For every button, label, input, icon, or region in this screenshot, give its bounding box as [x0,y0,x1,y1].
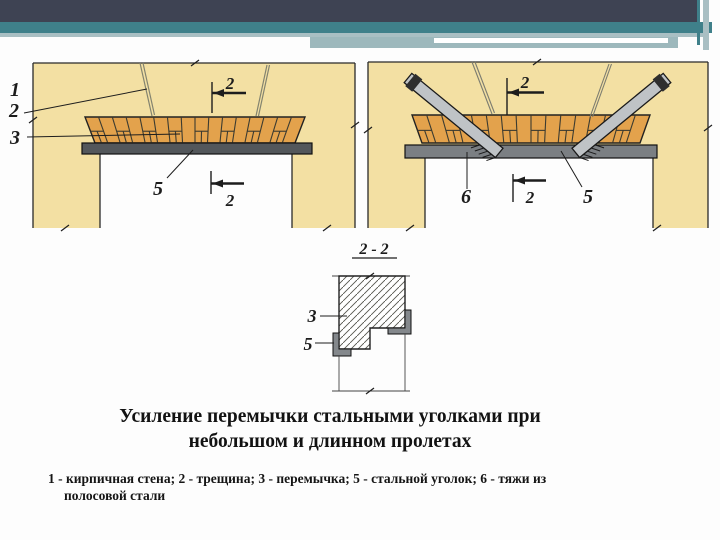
label-lintel: 3 [9,127,20,149]
steel-angle-plate [404,144,658,159]
label-tie: 6 [461,186,471,208]
section-marker-label: 2 [225,191,235,210]
header-bar-teal [0,22,712,33]
caption-line-2: полосовой стали [64,488,166,503]
lintel-reinforcement-figure: 1 2 3 5 2 2 [8,58,713,395]
right-diagram: 6 5 2 2 [363,58,713,232]
section-marker-top: 2 [211,74,246,113]
break-ticks [363,58,713,232]
leader-lines [466,150,583,189]
title-line-1: Усиление перемычки стальными уголками пр… [119,406,541,427]
label-crack: 2 [8,100,19,122]
header-edge-teal [697,0,700,45]
section-marker-top: 2 [506,73,544,115]
lintel-cross-section-hatch [338,275,406,350]
break-ticks [365,272,375,395]
label-angle: 5 [583,186,593,208]
section-marker-label: 2 [225,74,235,93]
label-angle: 5 [153,178,163,200]
leader-lines [315,315,347,344]
section-2-2: 2 - 2 3 5 [304,241,412,395]
wall-outline [367,61,709,228]
label-wall: 1 [10,79,20,101]
tie-bolt [652,73,670,92]
header-bar-dark [0,0,697,22]
section-marker-label: 2 [520,73,530,92]
break-ticks [28,59,360,232]
caption-line-1: 1 - кирпичная стена; 2 - трещина; 3 - пе… [48,471,547,486]
steel-angle-right [387,309,412,335]
title-line-2: небольшом и длинном пролетах [188,431,472,452]
crack-lines [471,61,613,118]
section-marker-bottom: 2 [210,171,244,210]
steel-tie-left [403,72,504,162]
label-angle: 5 [304,334,313,354]
header-stripe-light [0,33,706,37]
leader-lines [23,88,194,179]
figure-caption: 1 - кирпичная стена; 2 - трещина; 3 - пе… [48,470,688,504]
brick-joints [417,115,636,143]
tie-bolt [405,73,423,92]
slide-title: Усиление перемычки стальными уголками пр… [0,404,660,454]
left-diagram: 1 2 3 5 2 2 [8,59,360,232]
steel-angle-left [332,332,352,357]
header-stripe-white [434,38,668,43]
steel-angle-plate [81,142,313,155]
section-marker-label: 2 [525,188,535,207]
brick-joints [90,117,292,143]
header-edge-gray [703,0,709,50]
section-marker-bottom: 2 [512,174,546,207]
section-title: 2 - 2 [358,241,388,258]
steel-tie-right [571,72,672,162]
label-lintel: 3 [307,306,317,326]
